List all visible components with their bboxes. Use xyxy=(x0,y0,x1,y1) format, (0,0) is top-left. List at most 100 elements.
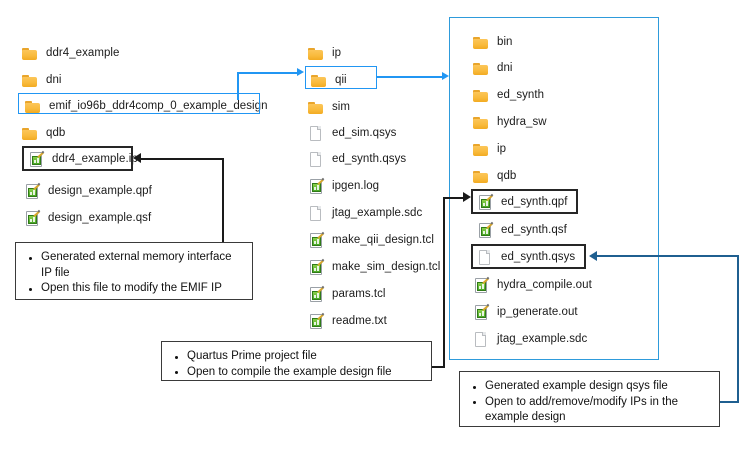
list-item-label: dni xyxy=(46,73,62,86)
list-item-label: ed_synth.qsys xyxy=(332,152,407,165)
connector-callout3-in xyxy=(597,255,738,257)
folder-icon xyxy=(473,88,490,103)
list-item[interactable]: qii xyxy=(311,69,347,91)
list-item[interactable]: make_qii_design.tcl xyxy=(308,229,434,251)
list-item-label: jtag_example.sdc xyxy=(497,332,588,345)
list-item[interactable]: sim xyxy=(308,96,350,118)
list-item[interactable]: hydra_sw xyxy=(473,111,547,133)
list-item[interactable]: make_sim_design.tcl xyxy=(308,256,440,278)
arrow-callout3-to-ed-synth-qsys xyxy=(589,251,597,261)
connector-qii-to-right-column xyxy=(377,76,442,78)
list-item[interactable]: readme.txt xyxy=(308,310,387,332)
list-item-label: ed_synth.qsys xyxy=(501,250,576,263)
page-icon xyxy=(473,331,490,347)
highlight-box-ed-synth-qpf xyxy=(471,189,578,214)
chart-doc-icon xyxy=(28,151,45,167)
list-item[interactable]: ed_synth.qsys xyxy=(308,148,406,170)
list-item[interactable]: jtag_example.sdc xyxy=(308,202,422,224)
list-item-label: ip xyxy=(332,46,342,59)
chart-doc-icon xyxy=(308,259,325,275)
arrow-callout1-to-ddr4-ip xyxy=(133,153,141,163)
list-item[interactable]: ipgen.log xyxy=(308,175,379,197)
list-item[interactable]: qdb xyxy=(22,122,65,144)
list-item[interactable]: emif_io96b_ddr4comp_0_example_design xyxy=(25,95,268,117)
connector-callout2-in xyxy=(443,197,463,199)
list-item[interactable]: qdb xyxy=(473,165,516,187)
list-item[interactable]: ddr4_example xyxy=(22,42,119,64)
list-item-label: ddr4_example xyxy=(46,46,120,59)
list-item[interactable]: ed_synth.qsys xyxy=(477,246,575,268)
list-item[interactable]: ed_sim.qsys xyxy=(308,122,396,144)
arrow-emif-to-qii xyxy=(297,68,304,76)
highlight-box-ed-synth-qsys xyxy=(471,244,586,269)
list-item-label: ipgen.log xyxy=(332,179,380,192)
folder-icon xyxy=(308,100,325,115)
list-item-label: sim xyxy=(332,100,351,113)
list-item-label: bin xyxy=(497,35,513,48)
list-item[interactable]: dni xyxy=(22,69,62,91)
list-item[interactable]: ed_synth.qpf xyxy=(477,191,567,213)
left-file-list: ddr4_example dni emif_io96b_ddr4comp_0_e… xyxy=(0,0,290,454)
page-icon xyxy=(308,205,325,221)
folder-icon xyxy=(311,73,328,88)
folder-icon xyxy=(25,99,42,114)
arrow-qii-to-right-column xyxy=(442,72,449,80)
connector-callout2-vertical xyxy=(443,197,445,367)
callout-line: Generated external memory interface IP f… xyxy=(25,250,242,281)
list-item-label: params.tcl xyxy=(332,287,386,300)
arrow-callout2-to-ed-synth-qpf xyxy=(463,192,471,202)
list-item-label: design_example.qpf xyxy=(48,184,152,197)
chart-doc-icon xyxy=(308,178,325,194)
list-item[interactable]: params.tcl xyxy=(308,283,386,305)
connector-callout1-horizontal xyxy=(141,158,223,160)
list-item[interactable]: ip xyxy=(308,42,341,64)
chart-doc-icon xyxy=(308,313,325,329)
folder-icon xyxy=(22,73,39,88)
folder-icon xyxy=(22,126,39,141)
list-item[interactable]: dni xyxy=(473,57,513,79)
folder-icon xyxy=(473,35,490,50)
list-item[interactable]: design_example.qpf xyxy=(24,180,152,202)
list-item[interactable]: hydra_compile.out xyxy=(473,274,592,296)
chart-doc-icon xyxy=(473,277,490,293)
list-item[interactable]: ddr4_example.ip xyxy=(28,148,138,170)
chart-doc-icon xyxy=(308,232,325,248)
list-item-label: qdb xyxy=(46,126,66,139)
page-icon xyxy=(308,151,325,167)
chart-doc-icon xyxy=(24,210,41,226)
list-item-label: qii xyxy=(335,73,347,86)
list-item-label: design_example.qsf xyxy=(48,211,152,224)
list-item[interactable]: bin xyxy=(473,31,513,53)
list-item[interactable]: ed_synth.qsf xyxy=(477,219,567,241)
list-item-label: readme.txt xyxy=(332,314,387,327)
list-item[interactable]: jtag_example.sdc xyxy=(473,328,587,350)
page-icon xyxy=(477,249,494,265)
list-item-label: hydra_compile.out xyxy=(497,278,592,291)
folder-icon xyxy=(473,115,490,130)
list-item-label: ip xyxy=(497,142,507,155)
list-item[interactable]: ip xyxy=(473,138,506,160)
callout-quartus-project: Quartus Prime project file Open to compi… xyxy=(161,341,432,381)
list-item-label: ed_synth xyxy=(497,88,545,101)
list-item-label: make_qii_design.tcl xyxy=(332,233,434,246)
page-icon xyxy=(308,125,325,141)
callout-line: Open this file to modify the EMIF IP xyxy=(25,281,242,297)
list-item[interactable]: ed_synth xyxy=(473,84,544,106)
highlight-box-emif-example-design xyxy=(18,93,260,114)
callout-line: Open to add/remove/modify IPs in the exa… xyxy=(469,395,709,426)
folder-icon xyxy=(308,46,325,61)
list-item-label: ed_synth.qsf xyxy=(501,223,567,236)
chart-doc-icon xyxy=(473,304,490,320)
connector-emif-to-qii-vertical xyxy=(237,72,239,100)
list-item-label: qdb xyxy=(497,169,517,182)
list-item-label: jtag_example.sdc xyxy=(332,206,423,219)
list-item[interactable]: ip_generate.out xyxy=(473,301,578,323)
list-item-label: make_sim_design.tcl xyxy=(332,260,441,273)
callout-line: Quartus Prime project file xyxy=(171,349,421,365)
list-item-label: dni xyxy=(497,61,513,74)
list-item[interactable]: design_example.qsf xyxy=(24,207,151,229)
highlight-box-qii xyxy=(305,66,377,89)
chart-doc-icon xyxy=(308,286,325,302)
